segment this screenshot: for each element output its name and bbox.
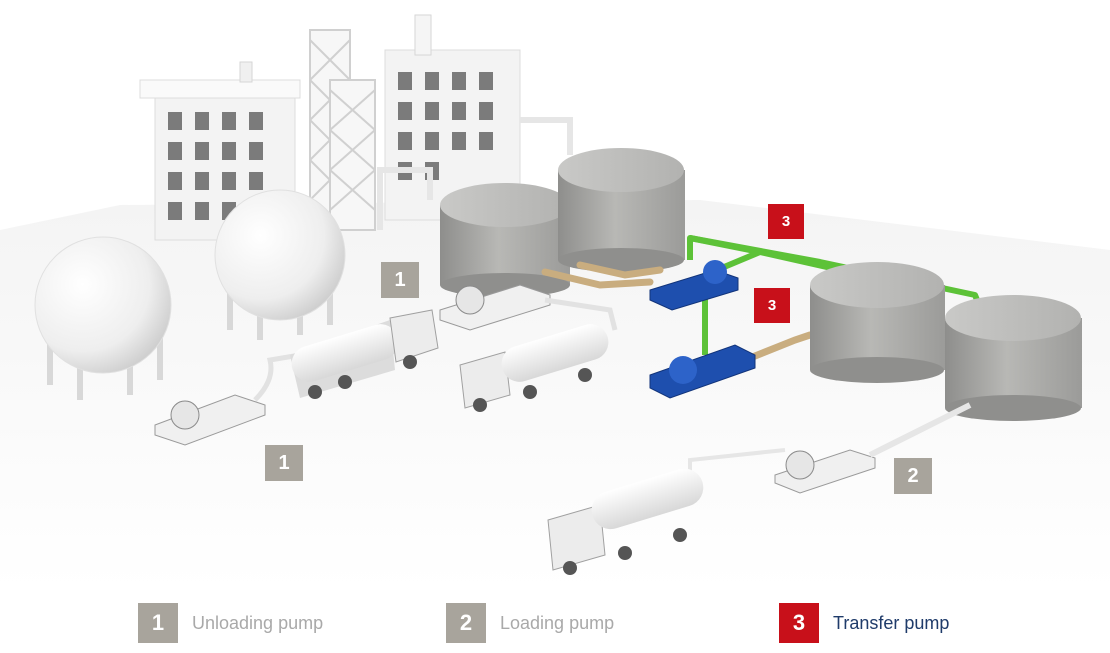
legend-label: Loading pump [500, 612, 615, 633]
legend-item-unloading: 1 Unloading pump [138, 603, 324, 643]
legend-number-badge: 3 [779, 603, 819, 643]
loading-pump [688, 402, 972, 494]
storage-tank-front-left [810, 262, 945, 383]
spherical-tank-right [214, 189, 346, 340]
legend-item-loading: 2 Loading pump [446, 603, 615, 643]
storage-tank-front-right [945, 295, 1082, 421]
transfer-pump-upper [649, 260, 739, 311]
tanker-truck-front [547, 468, 704, 575]
unloading-pump-callout-bottom: 1 [265, 445, 303, 481]
tanker-truck-center [459, 324, 609, 412]
lattice-towers [309, 29, 376, 231]
plant-scene [0, 14, 1110, 590]
transfer-pump-lower [649, 344, 756, 399]
spherical-tank-left [34, 236, 172, 400]
transfer-pump-callout-mid: 3 [754, 288, 790, 323]
legend-number-badge: 2 [446, 603, 486, 643]
storage-tank-back-left [440, 183, 570, 297]
legend: 1 Unloading pump 2 Loading pump 3 Transf… [0, 590, 1110, 653]
loading-pump-callout: 2 [894, 458, 932, 494]
unloading-pump-callout-top: 1 [381, 262, 419, 298]
storage-tank-back-right [558, 148, 685, 272]
legend-label: Unloading pump [192, 612, 324, 633]
legend-number-badge: 1 [138, 603, 178, 643]
factory-building-right [384, 14, 521, 221]
tanker-truck-left [290, 309, 439, 399]
transfer-pump-callout-top: 3 [768, 204, 804, 239]
unloading-pump-left [154, 352, 301, 446]
unloading-pump-center [439, 284, 618, 331]
legend-item-transfer: 3 Transfer pump [779, 603, 950, 643]
transfer-suction-pipes [541, 261, 814, 366]
legend-label: Transfer pump [833, 612, 950, 633]
